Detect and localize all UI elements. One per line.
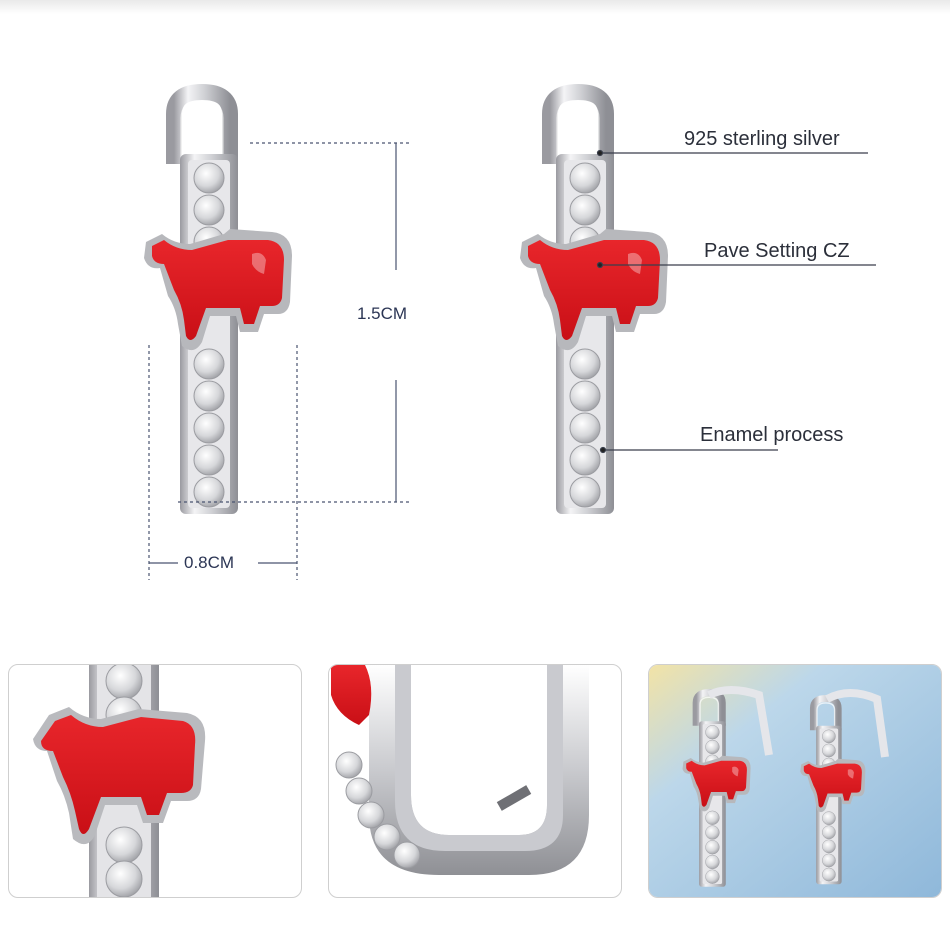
height-dimension-label: 1.5CM — [357, 304, 408, 323]
detail-panel-photo — [648, 664, 942, 898]
hoop-side-closeup-image — [329, 665, 589, 875]
annotation-setting: Pave Setting CZ — [704, 240, 850, 262]
width-dimension-label: 0.8CM — [184, 553, 235, 572]
pair-photo-image — [649, 665, 941, 897]
top-shadow — [0, 0, 950, 14]
detail-panel-hoop — [328, 664, 622, 898]
detail-panel-enamel — [8, 664, 302, 898]
dimension-lines — [148, 142, 876, 580]
annotation-process: Enamel process — [700, 424, 844, 446]
annotation-material: 925 sterling silver — [684, 128, 840, 150]
enamel-dog-closeup-image — [33, 665, 206, 897]
